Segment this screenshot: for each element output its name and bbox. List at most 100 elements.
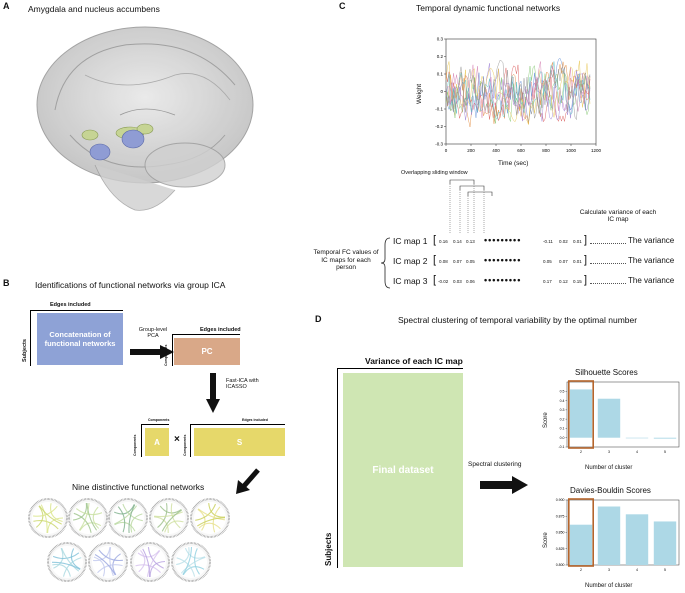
x-tick-label: 2 — [580, 450, 582, 454]
network-edge — [161, 509, 182, 532]
panel-c-title: Temporal dynamic functional networks — [416, 3, 561, 13]
y-tick-label: 0.900 — [556, 498, 565, 502]
ic-row-1: IC map 1 [ 0.16 0.14 0.13 ••••••••• -0.1… — [393, 234, 683, 250]
fastica-label: Fast-ICA with ICASSO — [226, 378, 259, 390]
panel-d-title: Spectral clustering of temporal variabil… — [398, 315, 638, 325]
fc-value: 0.01 — [573, 259, 582, 264]
arrow-right-icon — [130, 345, 174, 359]
fc-value: 0.01 — [573, 239, 582, 244]
network-edge — [78, 502, 90, 531]
sil-score-label: Score — [543, 412, 549, 428]
network-edge — [35, 505, 44, 528]
fc-value: 0.08 — [439, 259, 448, 264]
network-edge — [38, 505, 62, 525]
x-tick-label: 4 — [636, 568, 638, 572]
network-edge — [53, 547, 64, 569]
calc-variance-label: Calculate variance of each IC map — [579, 209, 657, 223]
network-inner — [112, 502, 144, 534]
network-edge — [114, 521, 136, 532]
ellipsis-dots: ••••••••• — [484, 235, 522, 245]
variance-axis-line — [337, 368, 463, 369]
y-tick-label: 0.2 — [560, 417, 565, 421]
panel-a-title: Amygdala and nucleus accumbens — [28, 4, 160, 14]
y-tick-label: 0.825 — [556, 547, 565, 551]
s-box: S — [194, 428, 285, 456]
network-edge — [182, 546, 193, 575]
sil-xlabel: Number of cluster — [585, 465, 633, 471]
network-edge — [94, 554, 116, 576]
network-edge — [79, 522, 102, 531]
network-circle — [171, 542, 211, 582]
variance-label: The variance — [628, 236, 675, 245]
bar — [653, 521, 677, 565]
x-tick-label: 0 — [445, 148, 448, 153]
components-3-label: Components — [133, 434, 137, 456]
series-line — [445, 59, 591, 121]
bar — [569, 524, 593, 565]
x-tick-label: 4 — [636, 450, 638, 454]
weight-ylabel: Weight — [416, 83, 423, 104]
network-edge — [61, 547, 80, 572]
x-tick-label: 3 — [608, 568, 610, 572]
network-inner — [153, 502, 185, 534]
bar — [625, 514, 649, 565]
multiply-icon: × — [174, 434, 180, 445]
x-tick-label: 800 — [542, 148, 550, 153]
bar — [569, 389, 593, 438]
fc-value: 0.12 — [559, 279, 568, 284]
ellipsis-dots: ••••••••• — [484, 275, 522, 285]
y-tick-label: -0.2 — [435, 124, 443, 129]
x-tick-label: 1200 — [591, 148, 602, 153]
ellipsis-dots: ••••••••• — [484, 255, 522, 265]
network-circle — [28, 498, 68, 538]
a-left-line — [141, 424, 142, 457]
network-edge — [47, 517, 64, 534]
network-inner — [175, 546, 207, 578]
x-tick-label: 2 — [580, 568, 582, 572]
components-4-label: Components — [183, 434, 187, 456]
y-tick-label: 0.3 — [437, 37, 444, 42]
time-xlabel: Time (sec) — [498, 160, 529, 167]
bracket-right: ] — [584, 274, 588, 286]
network-edge — [109, 547, 114, 577]
bracket-left: [ — [433, 234, 437, 246]
network-edge — [142, 548, 151, 578]
bracket-left: [ — [433, 274, 437, 286]
network-edge — [182, 566, 205, 576]
fc-values-label: Temporal FC values of IC maps for each p… — [313, 249, 379, 271]
bar — [597, 398, 621, 438]
y-tick-label: 0 — [440, 89, 443, 94]
s-left-line — [190, 424, 191, 457]
edges-axis-line — [30, 310, 123, 311]
fc-value: 0.16 — [439, 239, 448, 244]
network-inner — [92, 546, 124, 578]
fc-value: 0.17 — [543, 279, 552, 284]
y-tick-label: 0.875 — [556, 514, 565, 518]
x-tick-label: 5 — [664, 568, 666, 572]
series-line — [445, 61, 591, 121]
series-line — [445, 61, 591, 128]
a-box: A — [145, 428, 169, 456]
network-circle — [108, 498, 148, 538]
x-tick-label: 400 — [492, 148, 500, 153]
db-score-label: Score — [543, 532, 549, 548]
fc-value: 0.05 — [543, 259, 552, 264]
network-edge — [93, 556, 106, 577]
fc-value: -0.11 — [543, 239, 553, 244]
subjects-axis-line — [30, 310, 31, 366]
network-edge — [154, 511, 183, 518]
y-tick-label: 0.800 — [556, 563, 565, 567]
panel-label-b: B — [3, 278, 10, 288]
network-edge — [198, 522, 221, 530]
network-edge — [137, 549, 160, 558]
components-1-label: Components — [164, 344, 168, 366]
network-edge — [40, 504, 48, 534]
variance-header: Variance of each IC map — [365, 356, 463, 366]
a-top-line — [141, 424, 169, 425]
fc-value: 0.14 — [453, 239, 462, 244]
fc-value: 0.07 — [559, 259, 568, 264]
x-tick-label: 600 — [517, 148, 525, 153]
y-tick-label: 0.1 — [560, 427, 565, 431]
